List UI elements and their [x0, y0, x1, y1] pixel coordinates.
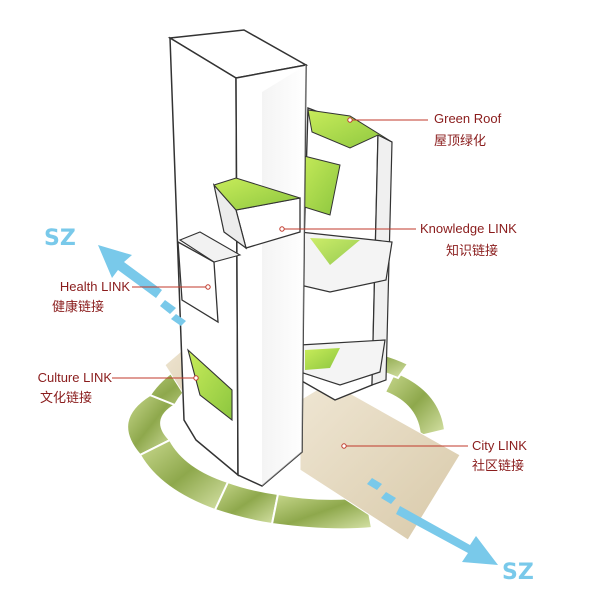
health-en: Health LINK	[59, 279, 130, 294]
green-roof	[307, 109, 393, 149]
sz-label-bottom: SZ	[502, 560, 534, 585]
sz-arrow-top	[98, 245, 186, 326]
knowledge-label: Knowledge LINK 知识链接	[420, 221, 517, 260]
main-tower	[167, 29, 309, 487]
sz-label-top: SZ	[44, 226, 76, 251]
health-label: Health LINK 健康链接	[22, 279, 130, 316]
city-label: City LINK 社区链接	[472, 438, 527, 475]
knowledge-en: Knowledge LINK	[420, 221, 517, 236]
rear-tower	[297, 106, 393, 401]
sz-arrow-bottom	[367, 478, 498, 565]
knowledge-cn: 知识链接	[446, 244, 499, 259]
city-en: City LINK	[472, 438, 527, 453]
culture-cn: 文化链接	[40, 391, 93, 406]
green-roof-en: Green Roof	[434, 111, 502, 126]
culture-en: Culture LINK	[37, 370, 112, 385]
green-roof-label: Green Roof 屋顶绿化	[434, 111, 501, 150]
city-cn: 社区链接	[472, 459, 525, 474]
leader-lines	[112, 117, 468, 449]
health-cn: 健康链接	[52, 300, 105, 315]
culture-label: Culture LINK 文化链接	[12, 370, 112, 407]
green-roof-cn: 屋顶绿化	[434, 134, 487, 149]
health-box	[177, 240, 219, 324]
